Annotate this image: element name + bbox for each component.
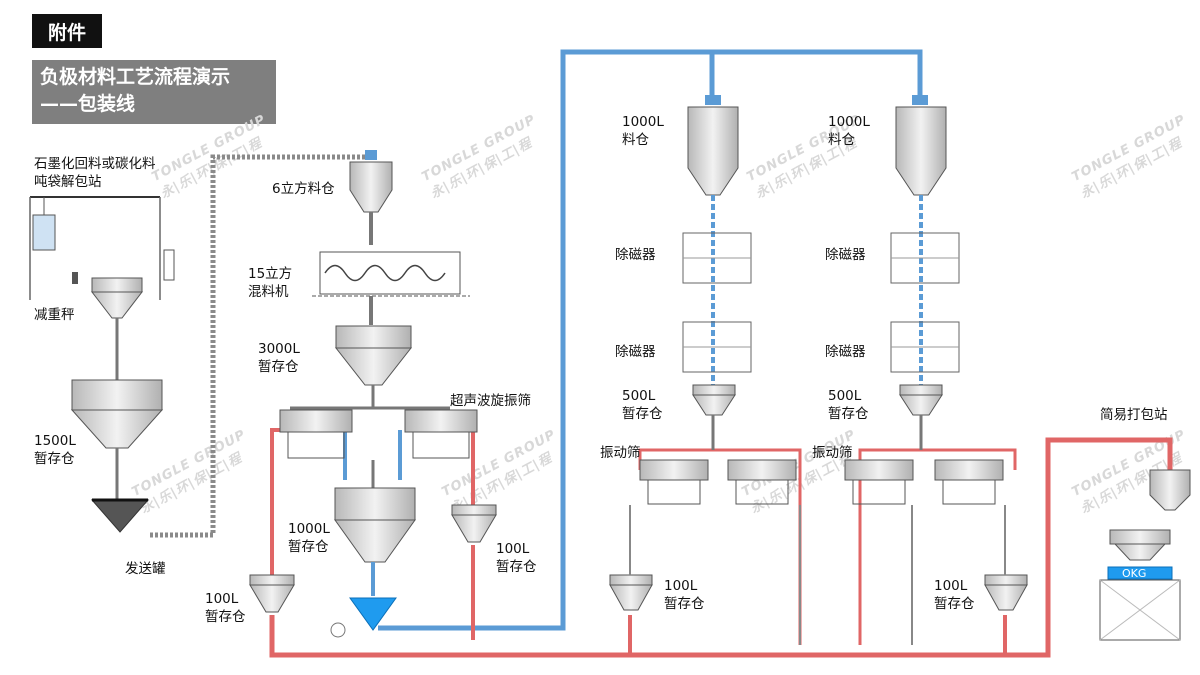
packing-station — [1099, 469, 1191, 641]
pipe-red-main — [269, 437, 1173, 658]
ultrasonic-screen-right — [404, 409, 478, 459]
silo-1000l-b — [895, 95, 947, 196]
blue-cone-tank — [330, 597, 397, 638]
label-demag-b2: 除磁器 — [825, 344, 866, 360]
label-loss-weight: 减重秤 — [34, 307, 75, 323]
label-demag-a2: 除磁器 — [615, 344, 656, 360]
mixer-15m3 — [312, 251, 470, 325]
title-line-2: ——包装线 — [40, 93, 136, 115]
label-vib-a: 振动筛 — [600, 445, 641, 461]
attachment-tag: 附件 — [32, 14, 102, 48]
label-packing: 简易打包站 — [1100, 407, 1168, 423]
pipe-red-screen-b — [858, 448, 1017, 645]
packing-scale-readout: OKG — [1122, 567, 1147, 580]
vibrating-screen-a2 — [727, 459, 797, 505]
title-box: 负极材料工艺流程演示 ——包装线 — [32, 60, 276, 124]
label-mixer: 15立方混料机 — [248, 266, 293, 300]
demagnetizer-b1 — [890, 232, 960, 284]
bin-100l-a — [249, 574, 295, 613]
bin-3000l — [290, 325, 450, 410]
ultrasonic-screen-left — [279, 409, 353, 459]
bin-100l-b — [451, 504, 497, 543]
pipe-blue-screen — [343, 430, 402, 480]
label-bin-6m3: 6立方料仓 — [272, 181, 335, 197]
loss-weight-scale — [90, 277, 144, 380]
send-tank — [90, 498, 150, 533]
label-demag-b1: 除磁器 — [825, 247, 866, 263]
silo-6m3 — [349, 150, 393, 245]
unpack-station — [29, 196, 175, 300]
bin-100l-c — [609, 505, 653, 611]
pipe-gray-send — [150, 154, 370, 538]
bin-1500l — [70, 379, 164, 500]
label-demag-a1: 除磁器 — [615, 247, 656, 263]
bin-100l-d — [984, 505, 1028, 611]
pipe-blue-main — [378, 49, 923, 631]
vibrating-screen-a1 — [639, 459, 709, 505]
demagnetizer-a2 — [682, 321, 752, 373]
title-line-1: 负极材料工艺流程演示 — [40, 66, 231, 88]
bin-500l-a — [692, 384, 736, 450]
label-send-tank: 发送罐 — [125, 561, 166, 577]
demagnetizer-a1 — [682, 232, 752, 284]
bin-1000l — [334, 460, 416, 596]
silo-1000l-a — [687, 95, 739, 196]
vibrating-screen-b2 — [934, 459, 1004, 505]
label-ultrasonic: 超声波旋振筛 — [450, 393, 531, 409]
label-unpack: 石墨化回料或碳化料吨袋解包站 — [34, 156, 156, 190]
vibrating-screen-b1 — [844, 459, 914, 505]
bin-500l-b — [899, 384, 943, 450]
demagnetizer-b2 — [890, 321, 960, 373]
label-vib-b: 振动筛 — [812, 445, 853, 461]
